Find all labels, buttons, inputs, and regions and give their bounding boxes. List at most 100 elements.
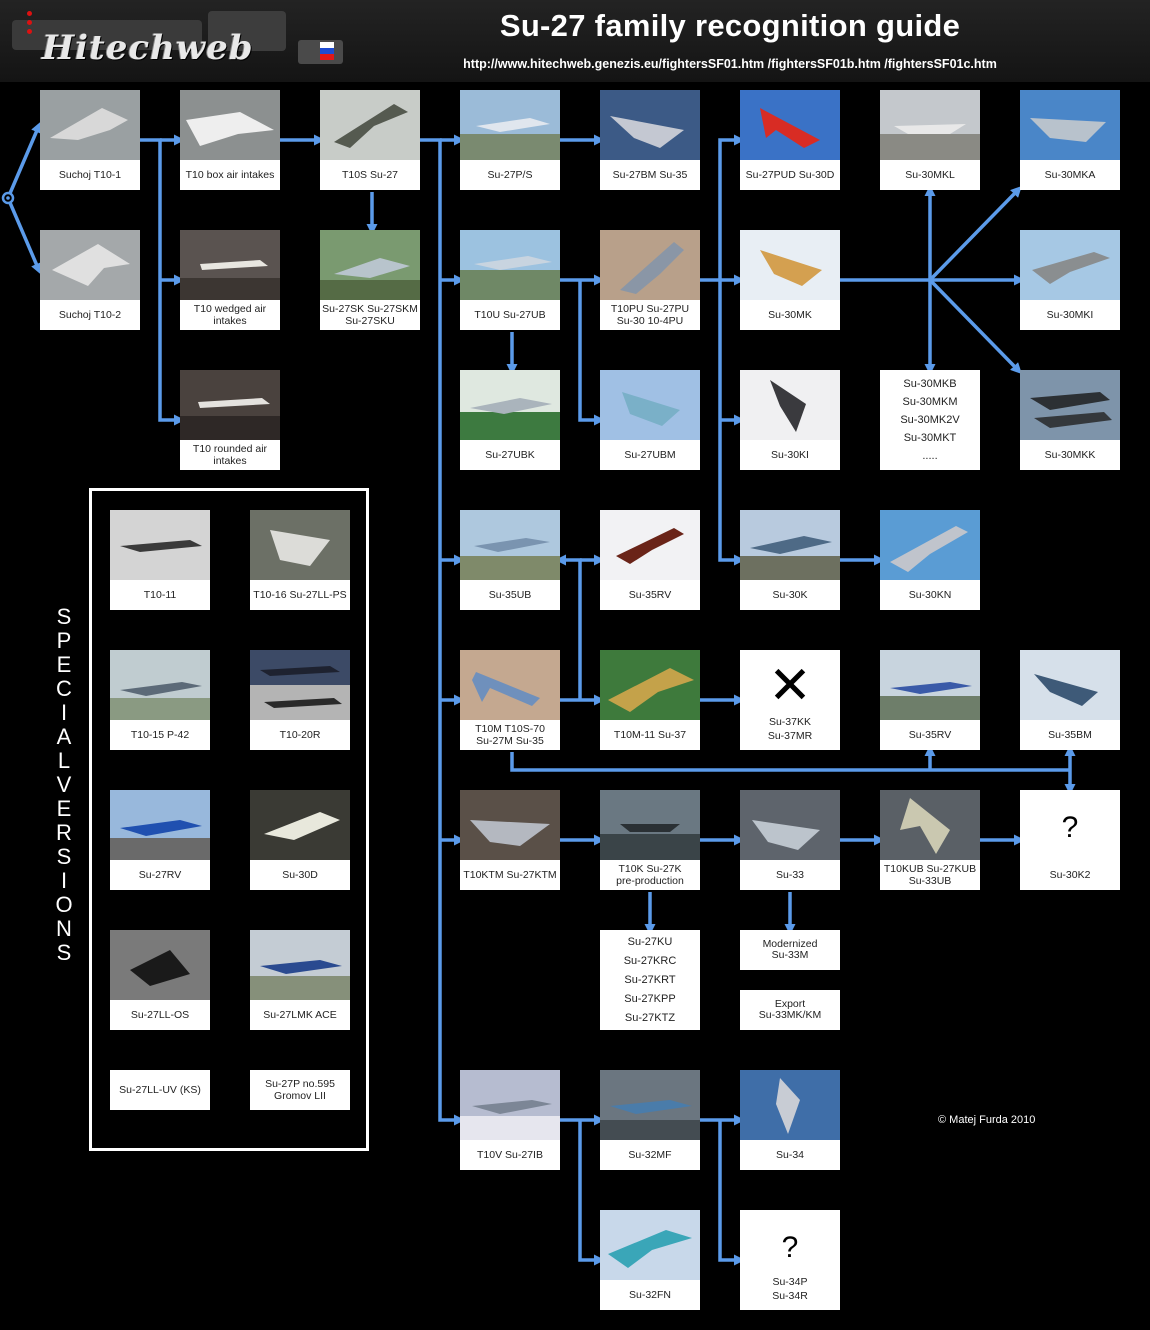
node-label: T10V Su-27IB	[477, 1149, 543, 1161]
node-su-30k[interactable]: Su-30K	[740, 510, 840, 610]
aircraft-photo	[1020, 90, 1120, 160]
aircraft-photo	[740, 510, 840, 580]
node-label: T10KTM Su-27KTM	[463, 869, 557, 881]
aircraft-photo	[460, 1070, 560, 1140]
question-mark-icon: ?	[781, 1231, 799, 1264]
node-su-30ki[interactable]: Su-30KI	[740, 370, 840, 470]
node-su-33mk[interactable]: Export Su-33MK/KM	[740, 990, 840, 1030]
aircraft-photo	[600, 510, 700, 580]
aircraft-photo	[600, 650, 700, 720]
aircraft-photo	[460, 230, 560, 300]
logo-backdrop	[208, 11, 286, 51]
node-suchoj-t10-1[interactable]: Suchoj T10-1	[40, 90, 140, 190]
node-su-27lmk-ace[interactable]: Su-27LMK ACE	[250, 930, 350, 1030]
node-label: Su-27SK Su-27SKM Su-27SKU	[322, 303, 418, 327]
node-su-27ll-os[interactable]: Su-27LL-OS	[110, 930, 210, 1030]
node-t10pu-su-27pu[interactable]: T10PU Su-27PU Su-30 10-4PU	[600, 230, 700, 330]
node-t10m-su-27m[interactable]: T10M T10S-70 Su-27M Su-35	[460, 650, 560, 750]
node-t10-16[interactable]: T10-16 Su-27LL-PS	[250, 510, 350, 610]
node-t10k-su-27k[interactable]: T10K Su-27K pre-production	[600, 790, 700, 890]
node-su-33m[interactable]: Modernized Su-33M	[740, 930, 840, 970]
node-su-27ubk[interactable]: Su-27UBK	[460, 370, 560, 470]
node-label: Su-34P Su-34R	[772, 1276, 808, 1302]
aircraft-photo	[600, 370, 700, 440]
node-label: T10 wedged air intakes	[193, 303, 267, 327]
hitechweb-logo[interactable]: Hitechweb	[10, 8, 345, 70]
node-label: Su-27P/S	[487, 169, 533, 181]
node-su-33[interactable]: Su-33	[740, 790, 840, 890]
node-su-30mka[interactable]: Su-30MKA	[1020, 90, 1120, 190]
node-su-27ku-list[interactable]: Su-27KU Su-27KRC Su-27KRT Su-27KPP Su-27…	[600, 930, 700, 1030]
aircraft-photo	[740, 370, 840, 440]
node-t10-15-p42[interactable]: T10-15 P-42	[110, 650, 210, 750]
node-su-30mkb-list[interactable]: Su-30MKB Su-30MKM Su-30MK2V Su-30MKT ...…	[880, 370, 980, 470]
node-su-27ubm[interactable]: Su-27UBM	[600, 370, 700, 470]
node-label: T10 box air intakes	[185, 169, 275, 181]
node-label: T10-20R	[279, 729, 321, 741]
aircraft-photo	[110, 650, 210, 720]
node-t10-box-intakes[interactable]: T10 box air intakes	[180, 90, 280, 190]
node-label: Su-30KI	[771, 449, 809, 461]
node-label: Su-27BM Su-35	[612, 169, 688, 181]
node-su-30kn[interactable]: Su-30KN	[880, 510, 980, 610]
node-su-30k2[interactable]: ? Su-30K2	[1020, 790, 1120, 890]
node-label: Su-30MKL	[905, 169, 955, 181]
logo-text: Hitechweb	[42, 28, 254, 68]
node-label: Su-27LL-OS	[130, 1009, 190, 1021]
node-label: T10U Su-27UB	[474, 309, 546, 321]
node-t10u-su-27ub[interactable]: T10U Su-27UB	[460, 230, 560, 330]
node-label: Su-27PUD Su-30D	[745, 169, 835, 181]
node-su-27pud-su-30d[interactable]: Su-27PUD Su-30D	[740, 90, 840, 190]
aircraft-photo	[460, 790, 560, 860]
node-suchoj-t10-2[interactable]: Suchoj T10-2	[40, 230, 140, 330]
question-mark-icon: ?	[1061, 811, 1079, 844]
aircraft-photo	[740, 230, 840, 300]
node-label: Su-32FN	[628, 1289, 671, 1301]
node-t10kub-su-27kub[interactable]: T10KUB Su-27KUB Su-33UB	[880, 790, 980, 890]
aircraft-photo	[110, 790, 210, 860]
node-su-35rv[interactable]: Su-35RV	[600, 510, 700, 610]
node-su-37kk[interactable]: ✕ Su-37KK Su-37MR	[740, 650, 840, 750]
node-label: Su-27P no.595 Gromov LII	[265, 1078, 335, 1102]
node-su-35bm[interactable]: Su-35BM	[1020, 650, 1120, 750]
aircraft-photo	[1020, 650, 1120, 720]
node-label: Suchoj T10-1	[58, 169, 122, 181]
node-su-30mkk[interactable]: Su-30MKK	[1020, 370, 1120, 470]
aircraft-photo	[740, 1070, 840, 1140]
node-t10-11[interactable]: T10-11	[110, 510, 210, 610]
aircraft-photo	[40, 90, 140, 160]
node-su-30mk[interactable]: Su-30MK	[740, 230, 840, 330]
aircraft-photo	[600, 230, 700, 300]
node-su-32mf[interactable]: Su-32MF	[600, 1070, 700, 1170]
node-su-35ub[interactable]: Su-35UB	[460, 510, 560, 610]
aircraft-photo	[40, 230, 140, 300]
node-t10-rounded-intakes[interactable]: T10 rounded air intakes	[180, 370, 280, 470]
node-t10ktm-su-27ktm[interactable]: T10KTM Su-27KTM	[460, 790, 560, 890]
node-t10m-11-su-37[interactable]: T10M-11 Su-37	[600, 650, 700, 750]
aircraft-photo	[110, 930, 210, 1000]
node-su-30mki[interactable]: Su-30MKI	[1020, 230, 1120, 330]
node-su-27bm-su-35[interactable]: Su-27BM Su-35	[600, 90, 700, 190]
node-su-27ll-uv[interactable]: Su-27LL-UV (KS)	[110, 1070, 210, 1110]
node-su-27sk[interactable]: Su-27SK Su-27SKM Su-27SKU	[320, 230, 420, 330]
node-su-32fn[interactable]: Su-32FN	[600, 1210, 700, 1310]
node-su-30mkl[interactable]: Su-30MKL	[880, 90, 980, 190]
node-t10-20r[interactable]: T10-20R	[250, 650, 350, 750]
node-su-27rv[interactable]: Su-27RV	[110, 790, 210, 890]
aircraft-photo	[110, 510, 210, 580]
node-su-27ps[interactable]: Su-27P/S	[460, 90, 560, 190]
node-label: Suchoj T10-2	[58, 309, 122, 321]
node-label: T10-16 Su-27LL-PS	[253, 589, 347, 601]
node-label: Su-37KK Su-37MR	[767, 716, 813, 742]
node-su-34p[interactable]: ? Su-34P Su-34R	[740, 1210, 840, 1310]
node-su-27p-595[interactable]: Su-27P no.595 Gromov LII	[250, 1070, 350, 1110]
node-su-34[interactable]: Su-34	[740, 1070, 840, 1170]
node-t10-wedged-intakes[interactable]: T10 wedged air intakes	[180, 230, 280, 330]
node-t10s-su-27[interactable]: T10S Su-27	[320, 90, 420, 190]
node-su-35rv-2[interactable]: Su-35RV	[880, 650, 980, 750]
node-t10v-su-27ib[interactable]: T10V Su-27IB	[460, 1070, 560, 1170]
page-url-links[interactable]: http://www.hitechweb.genezis.eu/fighters…	[463, 57, 997, 71]
aircraft-photo	[460, 510, 560, 580]
node-su-30d[interactable]: Su-30D	[250, 790, 350, 890]
slovak-flag-icon[interactable]	[320, 42, 334, 60]
